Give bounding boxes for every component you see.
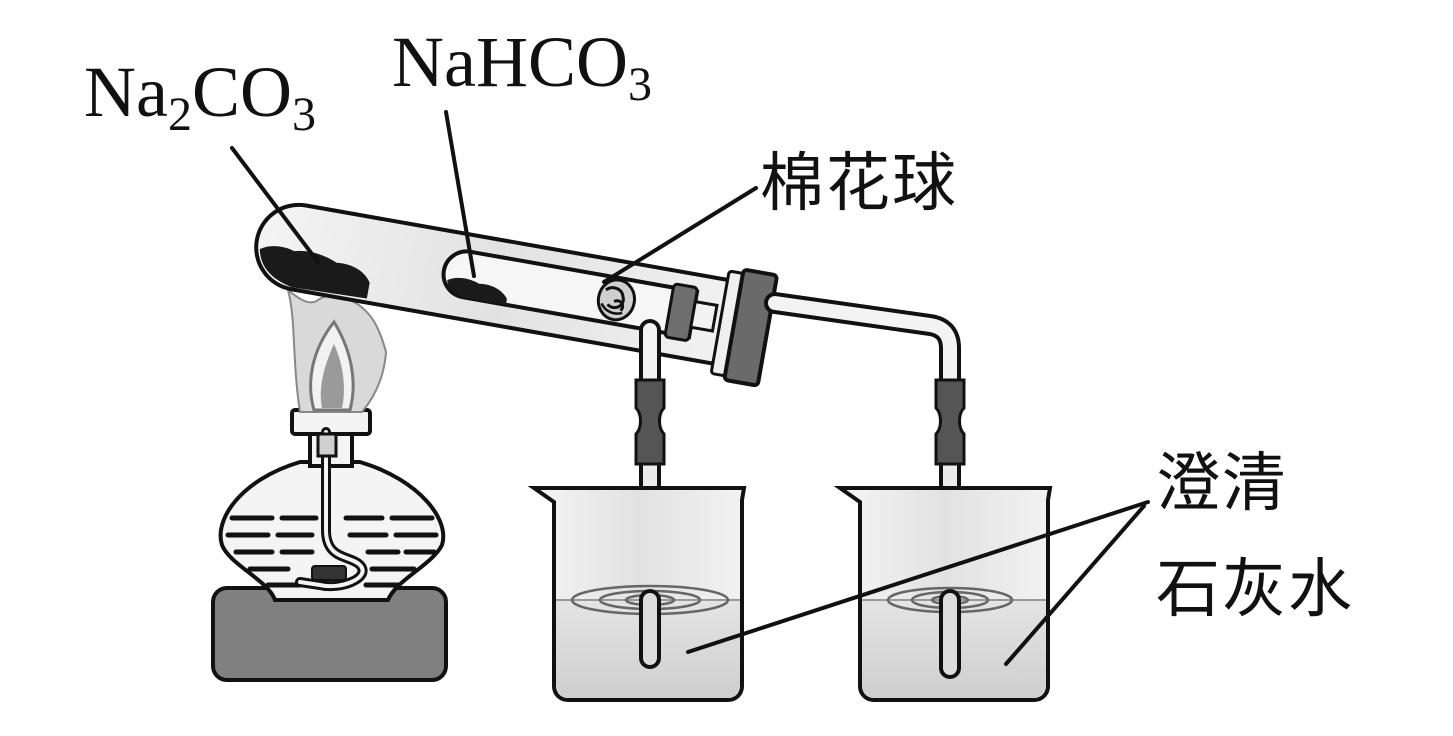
label-nahco3-main: NaHCO <box>392 22 628 102</box>
beaker-left <box>527 486 747 702</box>
small-test-tube <box>441 249 779 388</box>
label-na2co3-main: Na <box>84 52 168 132</box>
label-na2co3-sub1: 2 <box>167 88 192 141</box>
leader-limewater-left <box>686 500 1150 654</box>
lamp-cap <box>290 408 372 436</box>
beaker-right <box>833 486 1053 702</box>
leader-lines <box>230 110 1150 666</box>
rubber-connector-right <box>934 378 966 466</box>
rubber-connector-left <box>634 378 666 466</box>
lamp-fuel <box>225 515 439 588</box>
lamp-body <box>218 460 446 602</box>
label-na2co3-sub2: 3 <box>291 88 316 141</box>
flame <box>286 287 388 413</box>
label-na2co3-mid: CO <box>191 52 292 132</box>
lamp-wick-end <box>311 565 347 581</box>
label-na2co3: Na2CO3 <box>84 56 316 139</box>
leader-limewater-right <box>1004 504 1146 666</box>
label-nahco3-sub: 3 <box>627 58 652 111</box>
leader-nahco3 <box>444 110 476 278</box>
leader-na2co3 <box>230 146 320 264</box>
leader-cotton <box>602 186 758 284</box>
label-nahco3: NaHCO3 <box>392 26 652 109</box>
na2co3-powder <box>259 246 370 299</box>
label-limewater-line2: 石灰水 <box>1156 554 1354 625</box>
nahco3-powder <box>447 277 507 305</box>
label-limewater-line1: 澄清 <box>1156 448 1288 519</box>
label-cotton-ball: 棉花球 <box>760 148 958 219</box>
cotton-ball <box>596 278 636 322</box>
alcohol-lamp <box>211 408 448 682</box>
